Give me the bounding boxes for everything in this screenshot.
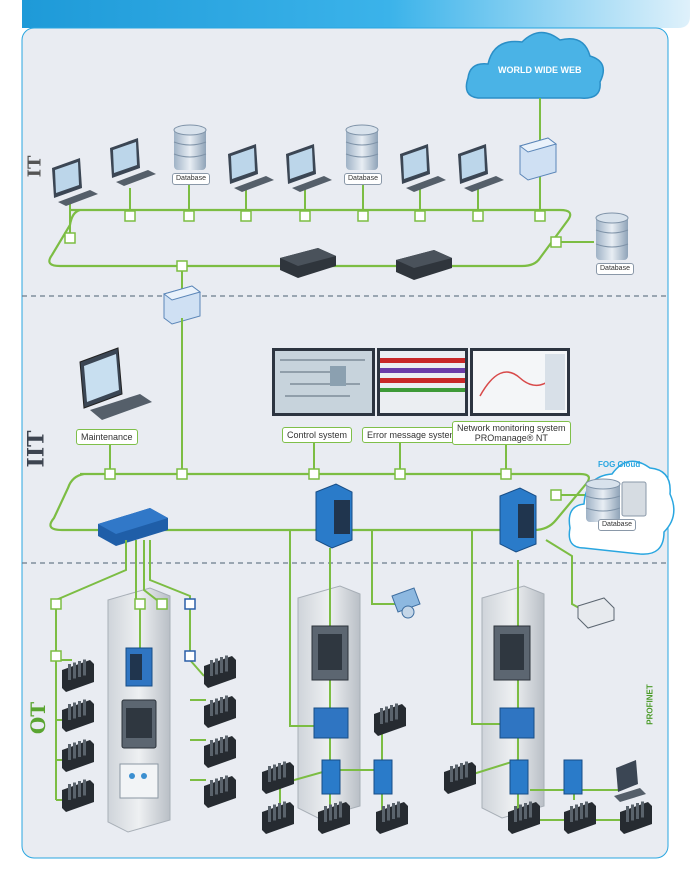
workstation-icon xyxy=(458,144,504,192)
database-label: Database xyxy=(172,173,210,185)
control-system-label: Control system xyxy=(282,427,353,443)
monitoring-monitor xyxy=(470,348,570,416)
io-rack xyxy=(62,699,94,732)
io-rack xyxy=(508,801,540,834)
workstation-icon xyxy=(400,144,446,192)
maintenance-label: Maintenance xyxy=(76,429,138,445)
monitoring-label: Network monitoring system PROmanage® NT xyxy=(452,421,571,445)
plc-controller xyxy=(311,625,349,681)
industrial-switch-icon xyxy=(563,759,583,795)
io-rack xyxy=(204,735,236,768)
camera-icon xyxy=(391,587,421,619)
io-rack xyxy=(204,695,236,728)
control-panel xyxy=(119,763,159,799)
world-wide-web-label: WORLD WIDE WEB xyxy=(498,65,582,75)
monitoring-label-line1: Network monitoring system xyxy=(457,423,566,433)
io-rack xyxy=(564,801,596,834)
industrial-switch-icon xyxy=(321,759,341,795)
workstation-icon xyxy=(286,144,332,192)
switch-icon xyxy=(98,508,168,546)
error-message-label: Error message system xyxy=(362,427,463,443)
fog-cloud-label: FOG Cloud xyxy=(598,460,641,469)
control-system-monitor xyxy=(272,348,375,416)
workstation-icon xyxy=(110,138,156,186)
it-nodes xyxy=(64,210,562,272)
plc-controller xyxy=(125,647,153,687)
io-rack xyxy=(62,659,94,692)
industrial-switch-icon xyxy=(315,483,353,549)
zone-label-ot: OT xyxy=(26,701,51,735)
io-rack xyxy=(62,739,94,772)
io-rack xyxy=(204,655,236,688)
io-racks xyxy=(62,655,652,834)
error-message-monitor xyxy=(377,348,468,416)
industrial-switch-icon xyxy=(499,487,537,553)
ot-nodes xyxy=(50,598,168,662)
world-wide-web-cloud xyxy=(465,31,605,99)
database-icon xyxy=(595,212,629,260)
database-label: Database xyxy=(598,519,636,531)
iit-network-ring xyxy=(49,472,590,532)
plc-controller xyxy=(493,625,531,681)
profinet-label: PROFINET xyxy=(645,684,655,725)
io-module xyxy=(499,707,535,739)
io-rack xyxy=(204,775,236,808)
database-label: Database xyxy=(344,173,382,185)
switch-icon xyxy=(280,248,336,278)
ot-profinet-nodes xyxy=(184,598,196,662)
ot-wiring xyxy=(55,530,633,821)
hmi-panel xyxy=(121,699,157,749)
database-label: Database xyxy=(596,263,634,275)
io-rack xyxy=(374,703,406,736)
maintenance-workstation-icon xyxy=(79,347,152,420)
industrial-switch-icon xyxy=(509,759,529,795)
io-rack xyxy=(318,801,350,834)
io-rack xyxy=(262,801,294,834)
it-workstations xyxy=(52,138,504,206)
zone-label-iit: IIT xyxy=(23,430,50,468)
workstation-icon xyxy=(228,144,274,192)
io-rack xyxy=(262,761,294,794)
header-bar xyxy=(22,0,690,28)
workstation-icon xyxy=(52,158,98,206)
zone-label-it: IT xyxy=(24,155,46,178)
database-icon xyxy=(173,124,207,170)
io-module xyxy=(313,707,349,739)
io-rack xyxy=(444,761,476,794)
iit-nodes xyxy=(104,468,562,501)
router-icon xyxy=(162,285,202,325)
io-rack xyxy=(376,801,408,834)
monitoring-label-line2: PROmanage® NT xyxy=(474,433,548,443)
switch-icon xyxy=(396,250,452,280)
database-icon xyxy=(345,124,379,170)
io-rack xyxy=(620,801,652,834)
firewall-icon xyxy=(518,137,558,181)
industrial-switch-icon xyxy=(373,759,393,795)
workstation-icon xyxy=(614,760,646,802)
database-icon xyxy=(585,478,647,522)
printer-icon xyxy=(577,597,615,629)
io-rack xyxy=(62,779,94,812)
